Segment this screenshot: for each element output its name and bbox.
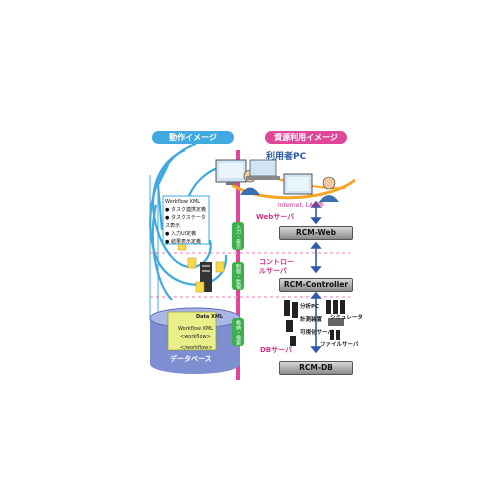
tag-input-display: 入力・表示: [232, 222, 244, 250]
laptop-icon: [246, 159, 280, 180]
rcm-db-server: RCM-DB: [279, 361, 353, 375]
resource-visualization: 可視化サーバ: [300, 330, 333, 336]
server-rack-icons: [284, 300, 345, 346]
workflow-item: ● 結果表示定義: [165, 239, 201, 245]
workflow-item: ● タスク連携定義: [165, 207, 206, 213]
user-icon-2: [319, 176, 339, 202]
workflow-tag-close: </workflow>: [180, 345, 213, 351]
data-xml-label: Data XML: [196, 314, 224, 320]
rcm-controller-server: RCM-Controller: [279, 278, 353, 292]
flow-arrows: [149, 175, 159, 320]
web-server-label: Webサーバ: [256, 213, 295, 221]
database-label: データベース: [170, 355, 212, 363]
database-icon: [149, 307, 241, 374]
resource-analysis-pc: 分析PC: [300, 304, 320, 310]
monitor-icon-2: [283, 173, 313, 195]
resource-image-header: 資源利用イメージ: [265, 131, 347, 144]
resource-simulator: シミュレータ: [330, 315, 363, 321]
motion-image-header: 動作イメージ: [152, 131, 234, 144]
workflow-tag-open: <workflow>: [180, 334, 211, 340]
resource-measurement: 計測装置: [300, 317, 323, 323]
internet-label: Internet, LAN等: [278, 202, 324, 209]
workflow-item: ● 入力UI定義: [165, 231, 197, 237]
tag-store-search: 格納・検索: [232, 318, 244, 346]
vertical-arrows: [310, 200, 322, 354]
rcm-web-server: RCM-Web: [279, 226, 353, 240]
tag-control-monitor: 制御・監視: [232, 262, 244, 290]
workflow-box-title: Workflow XML: [165, 199, 201, 205]
resource-file-server: ファイルサーバ: [320, 342, 359, 348]
workflow-box-frame: [162, 195, 210, 245]
workflow-xml-doc-label: Workflow XML: [178, 326, 214, 332]
db-server-label: DBサーバ: [260, 346, 293, 354]
user-pc-label: 利用者PC: [266, 152, 307, 162]
monitor-icon: [215, 159, 247, 185]
control-server-label: コントロールサーバ: [259, 258, 294, 275]
workflow-box: Workflow XML ● タスク連携定義 ● タスクステータス表示 ● 入力…: [165, 198, 209, 246]
workflow-item: ● タスクステータス表示: [165, 215, 206, 229]
